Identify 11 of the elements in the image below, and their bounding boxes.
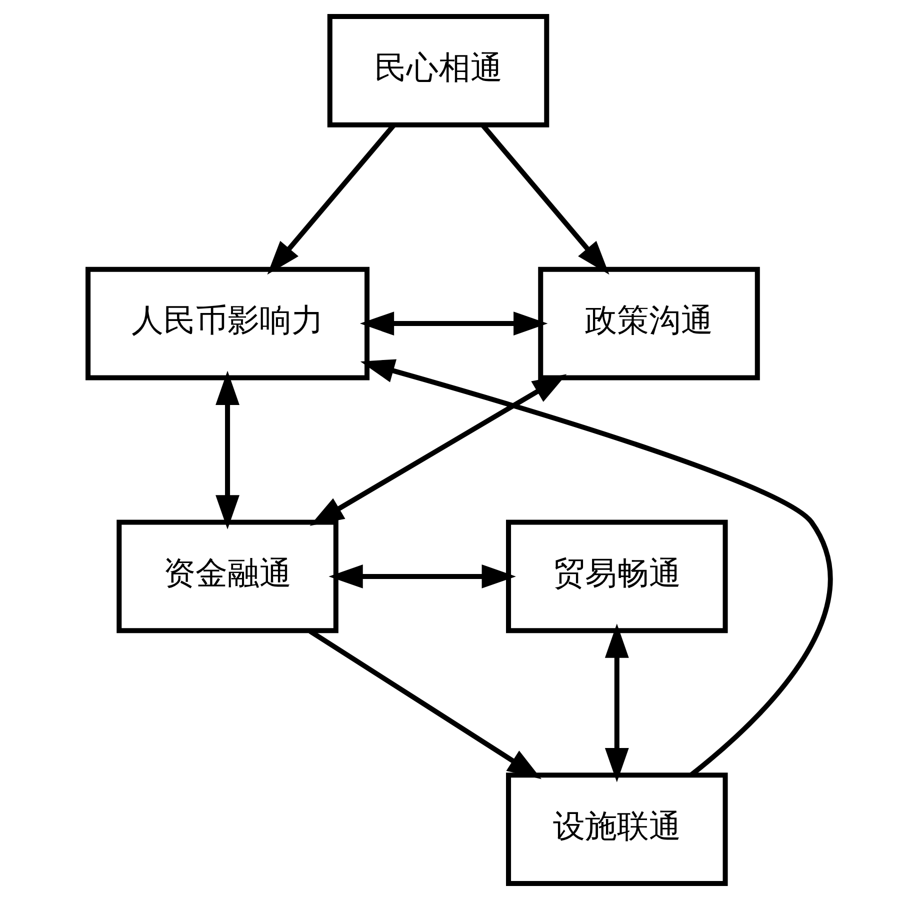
node-box: 贸易畅通: [506, 520, 728, 634]
arrow: [215, 370, 239, 530]
arrow: [328, 564, 516, 588]
node-box: 政策沟通: [538, 266, 760, 380]
arrow: [309, 374, 566, 526]
node-box: 设施联通: [506, 772, 728, 886]
arrow: [604, 624, 628, 782]
arrow: [359, 312, 548, 336]
node-box: 民心相通: [326, 14, 549, 128]
node-box: 人民币影响力: [85, 266, 370, 380]
node-box: 资金融通: [116, 520, 338, 634]
